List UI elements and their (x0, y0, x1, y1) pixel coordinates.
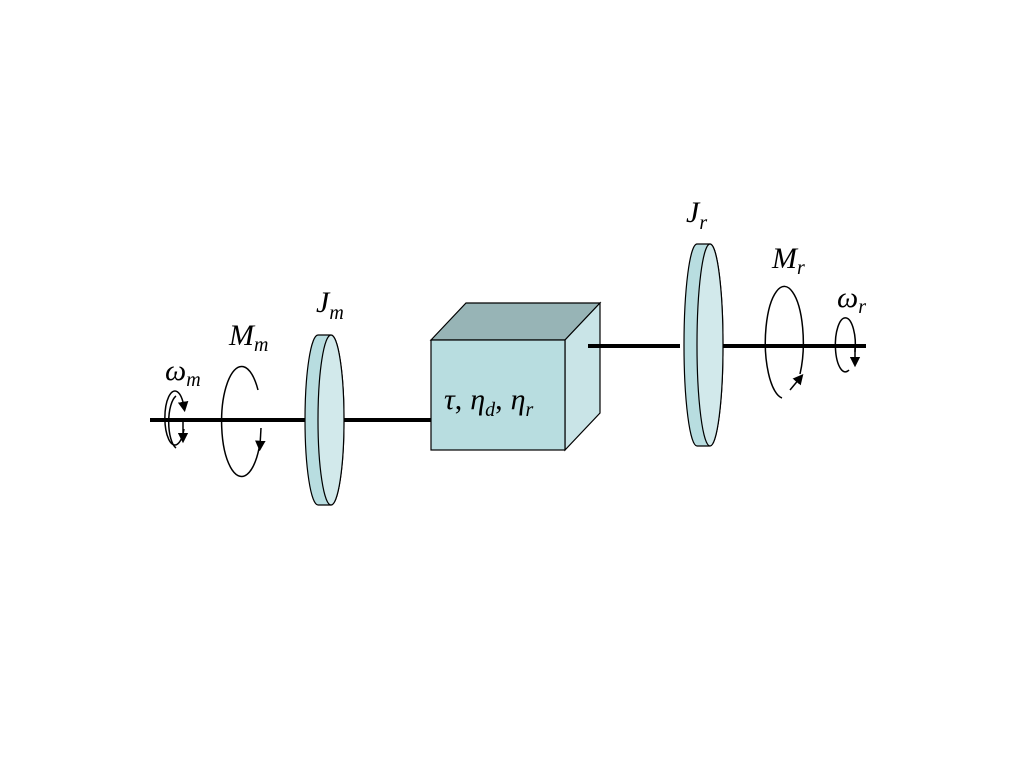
omega-r-label: ωr (837, 281, 866, 318)
omega-m-label: ωm (165, 354, 201, 391)
omega-r-rotation-arrow (834, 317, 857, 373)
gearbox-box (429, 301, 602, 452)
torque-r-label: Mr (771, 242, 805, 279)
torque-m-rotation-arrow (220, 365, 261, 478)
gearbox-parameters-label: τ,ηd,ηr (444, 383, 534, 421)
motor-inertia-disc (304, 334, 345, 506)
inertia-m-label: Jm (316, 286, 344, 324)
omega-m-rotation-arrow (164, 390, 189, 446)
omega-m-rotation-arrow-tail (167, 395, 177, 449)
gearbox-front-face (430, 339, 566, 451)
torque-m-arrow-tip (255, 427, 266, 452)
inertia-r-label: Jr (686, 196, 707, 234)
load-inertia-disc (683, 243, 724, 447)
torque-m-label: Mm (228, 319, 268, 356)
torque-r-rotation-arrow (764, 285, 805, 399)
torque-r-arrow-tip (789, 373, 804, 391)
